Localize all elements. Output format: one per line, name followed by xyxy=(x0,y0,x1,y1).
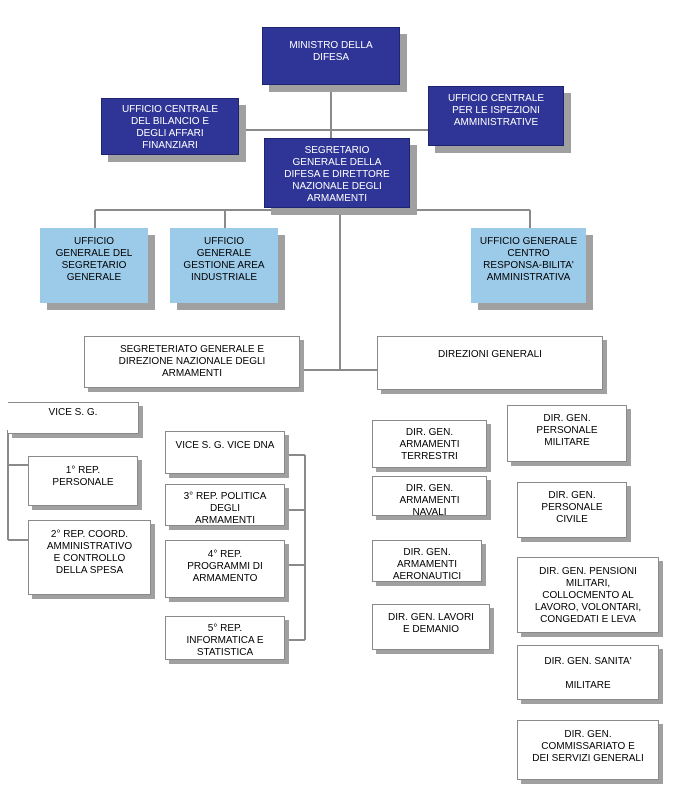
ufficio-ispezioni-label: UFFICIO CENTRALE PER LE ISPEZIONI AMMINI… xyxy=(447,93,545,128)
ufficio-industriale-box: UFFICIO GENERALE GESTIONE AREA INDUSTRIA… xyxy=(170,228,278,303)
rep5-box: 5° REP. INFORMATICA E STATISTICA xyxy=(165,616,285,660)
vice-dna-box: VICE S. G. VICE DNA xyxy=(165,431,285,474)
dg-lavori-label: DIR. GEN. LAVORI E DEMANIO xyxy=(388,612,474,635)
ufficio-segretario-box: UFFICIO GENERALE DEL SEGRETARIO GENERALE xyxy=(40,228,148,303)
rep2-box: 2° REP. COORD. AMMINISTRATIVO E CONTROLL… xyxy=(28,520,151,595)
dg-aeronautici-box: DIR. GEN. ARMAMENTI AERONAUTICI xyxy=(372,540,482,582)
direzioni-label: DIREZIONI GENERALI xyxy=(438,349,542,360)
dg-aeronautici-label: DIR. GEN. ARMAMENTI AERONAUTICI xyxy=(392,547,462,582)
dg-sanita-label: DIR. GEN. SANITA' MILITARE xyxy=(544,656,632,691)
dg-pers-civ-box: DIR. GEN. PERSONALE CIVILE xyxy=(517,482,627,538)
rep4-label: 4° REP. PROGRAMMI DI ARMAMENTO xyxy=(187,549,263,584)
ufficio-bilancio-label: UFFICIO CENTRALE DEL BILANCIO E DEGLI AF… xyxy=(121,104,219,151)
dg-terrestri-box: DIR. GEN. ARMAMENTI TERRESTRI xyxy=(372,420,487,468)
dg-terrestri-label: DIR. GEN. ARMAMENTI TERRESTRI xyxy=(399,427,460,462)
dg-lavori-box: DIR. GEN. LAVORI E DEMANIO xyxy=(372,604,490,650)
rep3-label: 3° REP. POLITICA DEGLI ARMAMENTI xyxy=(183,491,267,526)
ufficio-ispezioni-box: UFFICIO CENTRALE PER LE ISPEZIONI AMMINI… xyxy=(428,86,564,146)
dg-commissariato-box: DIR. GEN. COMMISSARIATO E DEI SERVIZI GE… xyxy=(517,720,659,780)
rep1-box: 1° REP. PERSONALE xyxy=(28,456,138,506)
ufficio-segretario-label: UFFICIO GENERALE DEL SEGRETARIO GENERALE xyxy=(55,236,133,283)
segretario-box: SEGRETARIO GENERALE DELLA DIFESA E DIRET… xyxy=(264,138,410,208)
ufficio-industriale-label: UFFICIO GENERALE GESTIONE AREA INDUSTRIA… xyxy=(183,236,265,283)
rep5-label: 5° REP. INFORMATICA E STATISTICA xyxy=(186,623,264,658)
rep1-label: 1° REP. PERSONALE xyxy=(52,465,114,488)
ministro-label: MINISTRO DELLA DIFESA xyxy=(289,40,373,63)
rep3-box: 3° REP. POLITICA DEGLI ARMAMENTI xyxy=(165,484,285,526)
vice-sg-label: VICE S. G. xyxy=(48,407,98,418)
dg-pensioni-label: DIR. GEN. PENSIONI MILITARI, COLLOCMENTO… xyxy=(534,566,642,625)
vice-sg-box: VICE S. G. xyxy=(8,402,139,434)
ufficio-bilancio-box: UFFICIO CENTRALE DEL BILANCIO E DEGLI AF… xyxy=(101,98,239,155)
ministro-box: MINISTRO DELLA DIFESA xyxy=(262,27,400,85)
dg-pensioni-box: DIR. GEN. PENSIONI MILITARI, COLLOCMENTO… xyxy=(517,557,659,633)
vice-dna-label: VICE S. G. VICE DNA xyxy=(175,440,275,451)
dg-sanita-box: DIR. GEN. SANITA' MILITARE xyxy=(517,645,659,700)
dg-commissariato-label: DIR. GEN. COMMISSARIATO E DEI SERVIZI GE… xyxy=(532,729,644,764)
rep4-box: 4° REP. PROGRAMMI DI ARMAMENTO xyxy=(165,540,285,598)
segreteriato-box: SEGRETERIATO GENERALE E DIREZIONE NAZION… xyxy=(84,336,300,388)
direzioni-box: DIREZIONI GENERALI xyxy=(377,336,603,390)
ufficio-centro-label: UFFICIO GENERALE CENTRO RESPONSA-BILITA'… xyxy=(479,236,578,283)
segreteriato-label: SEGRETERIATO GENERALE E DIREZIONE NAZION… xyxy=(118,344,266,379)
dg-pers-civ-label: DIR. GEN. PERSONALE CIVILE xyxy=(541,490,603,525)
dg-navali-box: DIR. GEN. ARMAMENTI NAVALI xyxy=(372,476,487,516)
segretario-label: SEGRETARIO GENERALE DELLA DIFESA E DIRET… xyxy=(284,145,390,204)
dg-pers-mil-label: DIR. GEN. PERSONALE MILITARE xyxy=(536,413,598,448)
dg-navali-label: DIR. GEN. ARMAMENTI NAVALI xyxy=(399,483,460,516)
ufficio-centro-box: UFFICIO GENERALE CENTRO RESPONSA-BILITA'… xyxy=(471,228,586,303)
dg-pers-mil-box: DIR. GEN. PERSONALE MILITARE xyxy=(507,405,627,462)
rep2-label: 2° REP. COORD. AMMINISTRATIVO E CONTROLL… xyxy=(46,529,133,576)
